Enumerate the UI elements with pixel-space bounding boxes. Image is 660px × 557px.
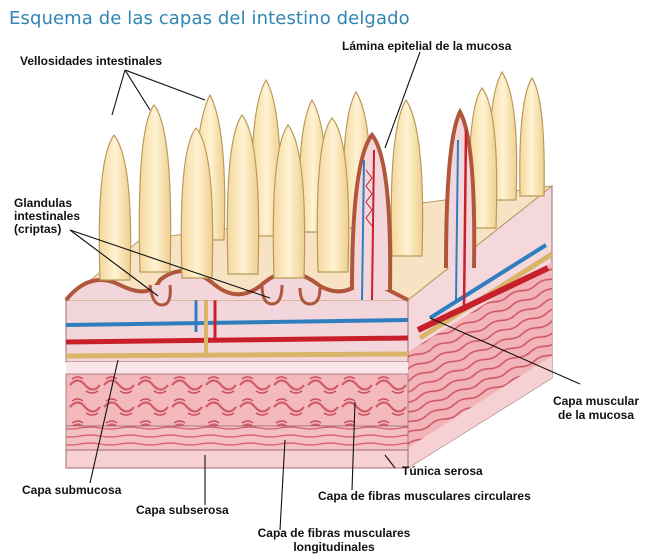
label-glandulas-line3: (criptas) bbox=[14, 222, 62, 236]
intestinal-crypts bbox=[148, 284, 322, 307]
label-capa-subserosa: Capa subserosa bbox=[136, 503, 229, 517]
villi-front-row bbox=[98, 87, 498, 281]
leader-lines bbox=[69, 51, 581, 531]
label-glandulas-line1: Glandulas bbox=[14, 196, 73, 210]
label-fibras-circulares: Capa de fibras musculares circulares bbox=[318, 489, 531, 503]
sectioned-villus-right bbox=[444, 107, 477, 311]
page-title: Esquema de las capas del intestino delga… bbox=[9, 8, 410, 29]
label-capa-muscular-line2: de la mucosa bbox=[557, 408, 635, 422]
label-lamina-epitelial: Lámina epitelial de la mucosa bbox=[342, 39, 512, 53]
label-tunica-serosa: Túnica serosa bbox=[402, 464, 483, 478]
label-capa-submucosa: Capa submucosa bbox=[22, 483, 122, 497]
block-front-face bbox=[65, 286, 409, 469]
label-glandulas-line2: intestinales bbox=[14, 209, 81, 223]
label-capa-muscular-line1: Capa muscular bbox=[552, 394, 640, 408]
label-vellosidades: Vellosidades intestinales bbox=[20, 54, 163, 68]
block-side-face bbox=[407, 184, 554, 469]
sectioned-villus-left bbox=[350, 131, 393, 301]
label-fibras-longitudinales-line2: longitudinales bbox=[293, 540, 375, 554]
label-fibras-longitudinales-line1: Capa de fibras musculares bbox=[257, 526, 411, 540]
